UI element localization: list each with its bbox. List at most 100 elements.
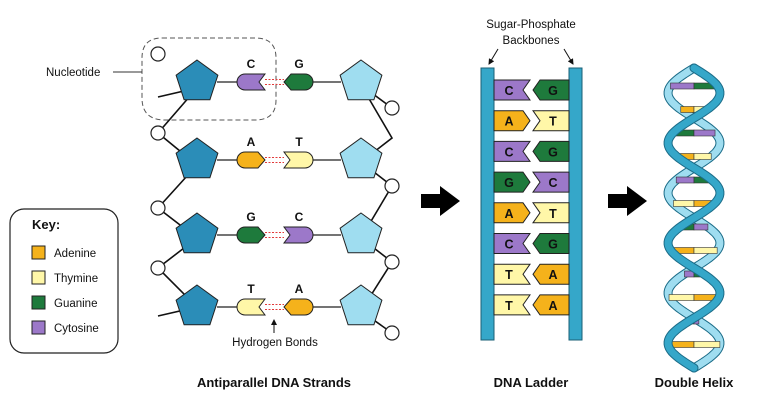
hydrogen-bonds-label: Hydrogen Bonds: [232, 337, 318, 349]
double-helix-panel: Double Helix: [655, 63, 735, 390]
helix-rung-left: [680, 106, 695, 113]
ladder-left-backbone: [480, 67, 495, 341]
helix-rung-right: [693, 247, 718, 254]
left-sugar-pentagon: [175, 137, 219, 179]
helix-rung-left: [668, 294, 695, 301]
key-swatch: [31, 320, 46, 335]
base-letter-right: G: [294, 57, 303, 71]
backbone-pointer-left: [488, 48, 499, 65]
base-letter-left: A: [247, 135, 256, 149]
helix-rung-left: [673, 200, 695, 207]
arrow-2-icon: [608, 186, 647, 216]
ladder-right-backbone: [568, 67, 583, 341]
ladder-right-letter: G: [548, 145, 558, 159]
thymine-base: [493, 263, 531, 285]
backbone-label-line1: Sugar-Phosphate: [486, 19, 576, 31]
left-backbone-line: [156, 86, 200, 317]
key-item-label: Thymine: [54, 273, 98, 285]
helix-rung: [668, 294, 720, 301]
ladder-right-letter: T: [549, 207, 557, 221]
base-letter-left: C: [247, 57, 256, 71]
key-item: Thymine: [31, 270, 98, 285]
nucleotide-label: Nucleotide: [46, 67, 100, 79]
helix-rung-right: [693, 341, 721, 348]
base-letter-right: A: [295, 282, 304, 296]
cytosine-base: [532, 171, 570, 193]
ladder-left-letter: T: [505, 299, 513, 313]
guanine-base: [283, 73, 314, 91]
backbone-label-line2: Backbones: [503, 35, 560, 47]
left-sugar-pentagon: [175, 212, 219, 254]
guanine-base: [532, 233, 570, 254]
base-letter-left: T: [247, 282, 255, 296]
ladder-left-letter: G: [504, 176, 514, 190]
ladder-left-letter: C: [504, 238, 513, 252]
ladder-left-letter: C: [504, 145, 513, 159]
ladder-right-letter: T: [549, 115, 557, 129]
right-sugar-pentagon: [339, 59, 383, 101]
helix-rung-left: [670, 82, 695, 90]
left-sugar-pentagon: [175, 59, 219, 101]
helix-front-strand: [664, 64, 724, 372]
arrow-1-icon: [421, 186, 460, 216]
guanine-base: [532, 140, 570, 162]
base-letter-right: C: [295, 210, 304, 224]
phosphate-group: [384, 178, 400, 194]
thymine-base: [532, 110, 570, 132]
key-item-label: Guanine: [54, 298, 97, 310]
ladder-left-letter: C: [504, 84, 513, 98]
phosphate-group: [150, 260, 166, 276]
key-item: Guanine: [31, 295, 97, 310]
key-item: Adenine: [31, 245, 96, 260]
cytosine-base: [493, 140, 531, 162]
key-swatch: [31, 245, 46, 260]
thymine-base: [532, 202, 570, 224]
key-swatch: [31, 270, 46, 285]
phosphate-group: [384, 254, 400, 270]
base-letter-left: G: [246, 210, 255, 224]
helix-caption: Double Helix: [655, 375, 735, 390]
adenine-base: [532, 294, 570, 316]
key-item-label: Cytosine: [54, 323, 99, 335]
key-item: Cytosine: [31, 320, 99, 335]
thymine-base: [283, 151, 314, 169]
guanine-base: [236, 226, 266, 244]
right-sugar-pentagon: [339, 137, 383, 179]
thymine-base: [493, 294, 531, 316]
guanine-base: [493, 171, 531, 193]
helix-rung-right: [693, 153, 712, 160]
ladder-caption: DNA Ladder: [494, 375, 569, 390]
ladder-right-letter: G: [548, 84, 558, 98]
base-letter-right: T: [295, 135, 303, 149]
guanine-base: [532, 79, 570, 101]
left-sugar-pentagon: [175, 284, 219, 326]
ladder-right-letter: C: [548, 176, 557, 190]
ladder-right-letter: A: [548, 299, 557, 313]
ladder-right-letter: A: [548, 268, 557, 282]
key-item-label: Adenine: [54, 248, 96, 260]
ladder-right-letter: G: [548, 238, 558, 252]
helix-rung-left: [675, 176, 695, 184]
ladder-left-letter: A: [504, 115, 513, 129]
nucleotide-outline: [141, 37, 277, 121]
cytosine-base: [493, 233, 531, 254]
cytosine-base: [283, 226, 314, 244]
helix-rung-right: [693, 223, 709, 231]
key-title: Key:: [32, 217, 60, 232]
adenine-base: [532, 263, 570, 285]
